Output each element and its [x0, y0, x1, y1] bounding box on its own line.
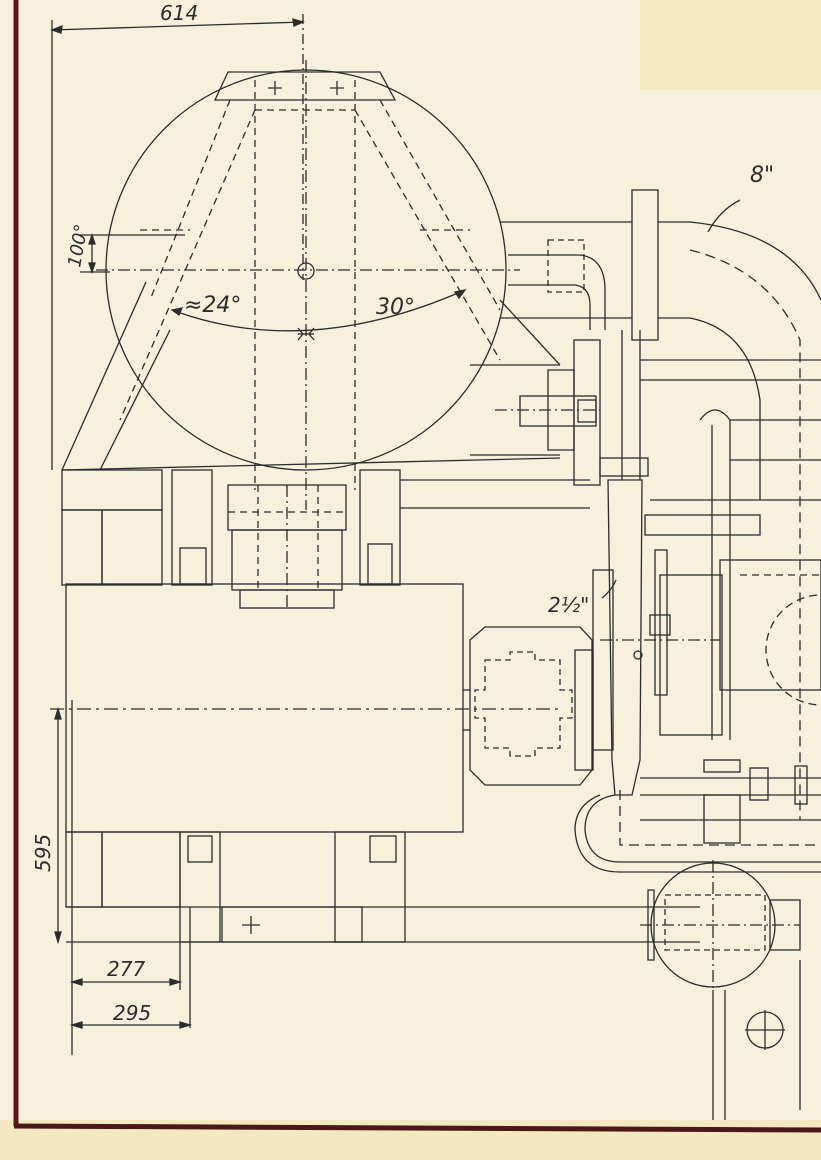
label-614: 614: [160, 1, 198, 25]
dimension-614: [50, 14, 305, 470]
motor-body: [65, 583, 464, 833]
lower-pump: [640, 860, 801, 1120]
flange: [631, 189, 659, 341]
border-bottom: [13, 1123, 821, 1133]
label-pipe-2-5in: 2½": [548, 593, 589, 617]
dimension-base: [69, 978, 193, 1029]
dimension-595: [54, 700, 73, 1055]
label-angle-30: 30°: [376, 295, 415, 320]
paper-stain-top-right: [640, 0, 821, 90]
elbow-pipe-8in: [500, 189, 821, 820]
dimension-100: [80, 232, 185, 275]
drum-assembly: [96, 60, 520, 510]
drawing-linework: [50, 14, 821, 1120]
label-595: 595: [31, 834, 55, 872]
label-pipe-8in: 8": [750, 163, 774, 188]
label-angle-24: ≈24°: [184, 293, 241, 318]
label-277: 277: [107, 957, 145, 981]
support-frame: [61, 281, 590, 586]
label-295: 295: [113, 1001, 151, 1025]
pulley: [495, 339, 601, 486]
right-machinery: [600, 359, 821, 844]
gearbox-top: [227, 484, 347, 609]
lower-pipe-loop: [574, 790, 821, 873]
